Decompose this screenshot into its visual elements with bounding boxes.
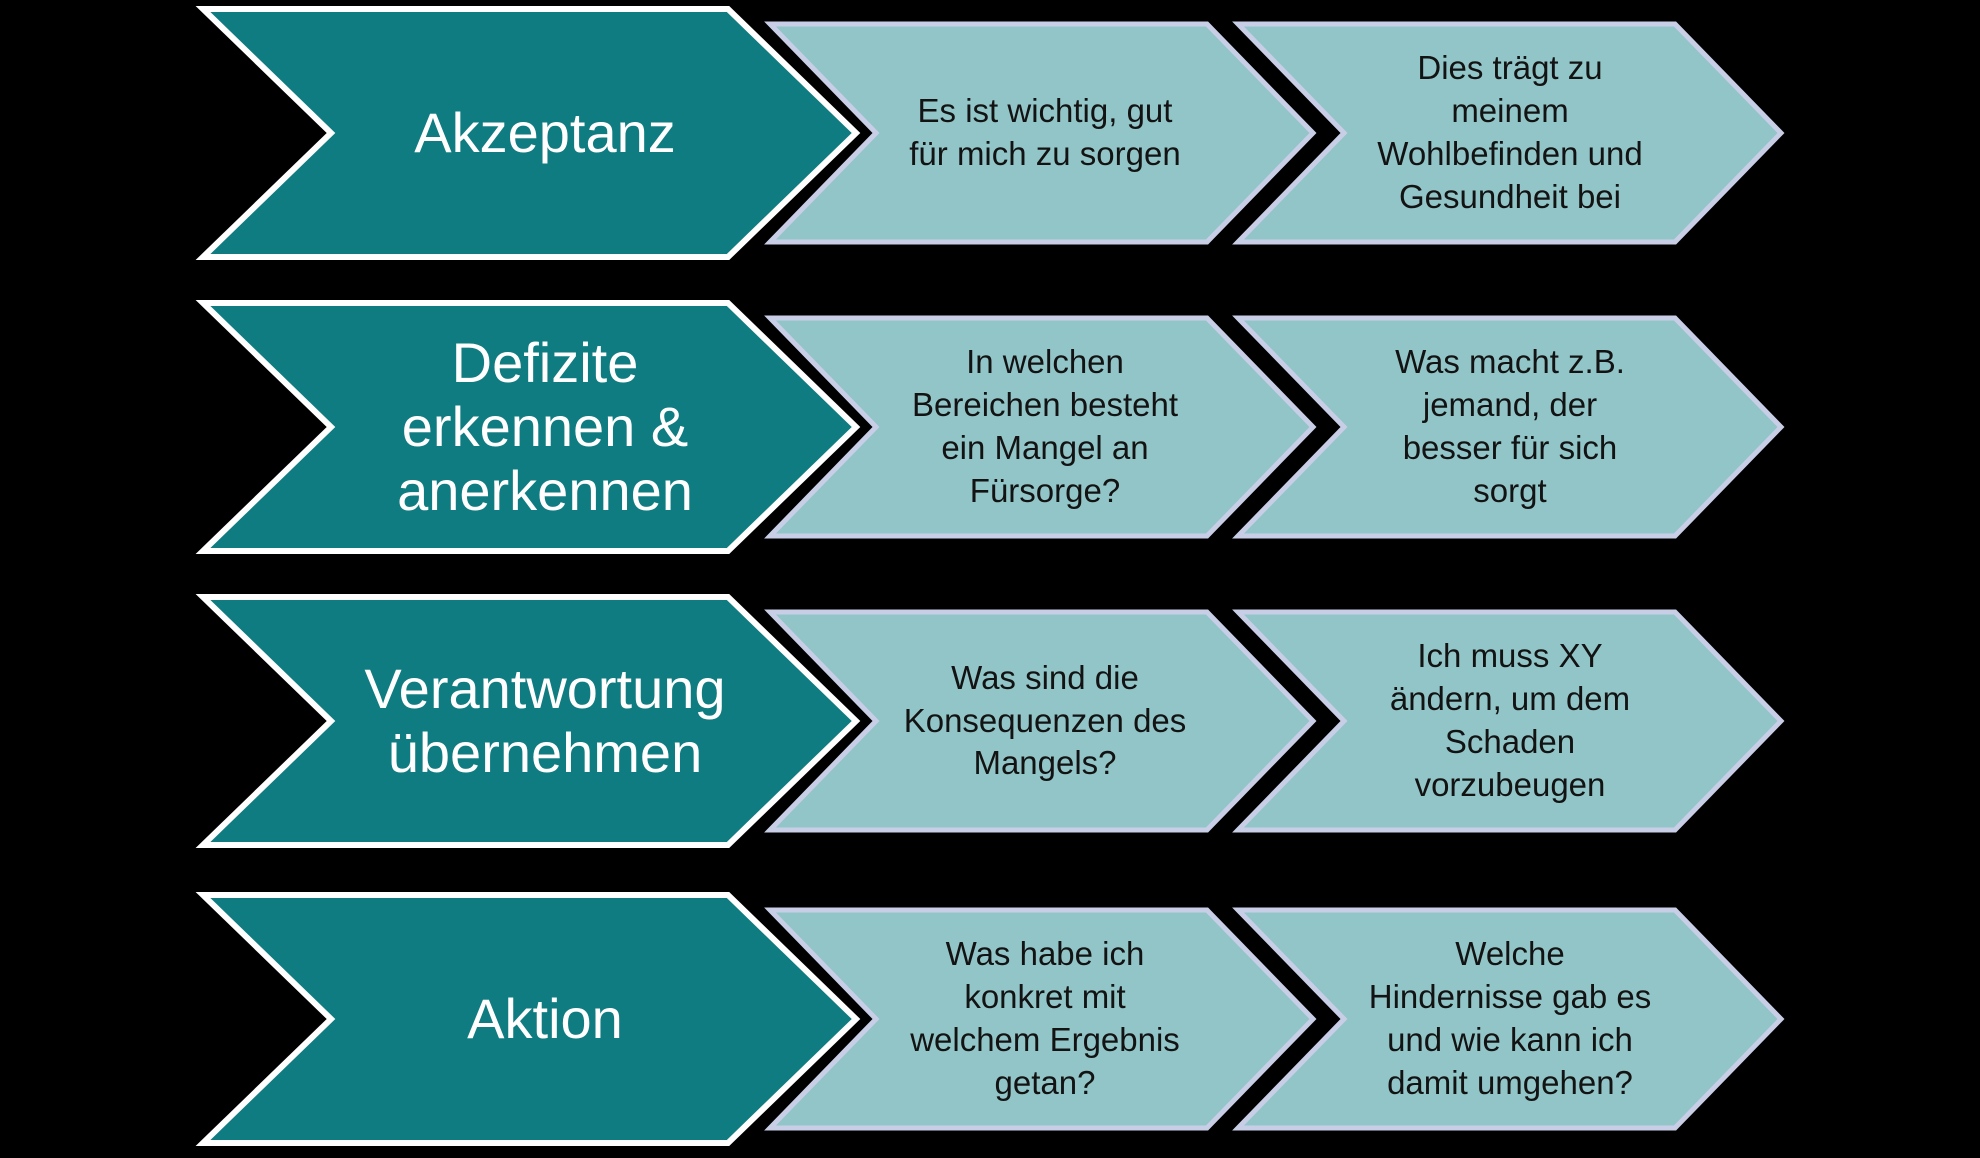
stage-label: Verantwortung übernehmen <box>364 657 726 784</box>
detail-chevron-1-shape <box>764 907 1317 1131</box>
row-shapes <box>195 892 1785 1146</box>
detail-text-1: Was sind die Konsequenzen des Mangels? <box>903 658 1187 782</box>
process-row-akzeptanz: Akzeptanz Es ist wichtig, gut für mich z… <box>0 5 1980 260</box>
row-shapes <box>195 594 1785 848</box>
detail-chevron-2-shape <box>1232 609 1785 833</box>
row-shapes <box>195 5 1785 260</box>
detail-text-2: Ich muss XY ändern, um dem Schaden vorzu… <box>1389 637 1631 803</box>
stage-label: Akzeptanz <box>414 101 676 165</box>
detail-chevron-2-shape <box>1232 21 1785 245</box>
detail-chevron-1-shape <box>764 315 1317 539</box>
stage-label: Defizite erkennen & anerkennen <box>397 331 693 522</box>
stage-label: Aktion <box>467 987 623 1051</box>
process-row-verantwortung: Verantwortung übernehmen Was sind die Ko… <box>0 594 1980 848</box>
stage-arrow-shape <box>195 594 861 848</box>
stage-arrow-shape <box>195 300 861 554</box>
stage-arrow-shape <box>195 892 861 1146</box>
row-shapes <box>195 300 1785 554</box>
process-row-defizite: Defizite erkennen & anerkennen In welche… <box>0 300 1980 554</box>
process-row-aktion: Aktion Was habe ich konkret mit welchem … <box>0 892 1980 1146</box>
detail-chevron-1-shape <box>764 609 1317 833</box>
detail-chevron-2-shape <box>1232 315 1785 539</box>
stage-arrow-shape <box>195 5 861 260</box>
detail-text-1: Es ist wichtig, gut für mich zu sorgen <box>909 92 1181 172</box>
detail-text-1: Was habe ich konkret mit welchem Ergebni… <box>910 935 1180 1101</box>
detail-chevron-1-shape <box>764 21 1317 245</box>
detail-text-2: Was macht z.B. jemand, der besser für si… <box>1395 343 1625 509</box>
detail-text-1: In welchen Bereichen besteht ein Mangel … <box>911 343 1178 509</box>
detail-text-2: Dies trägt zu meinem Wohlbefinden und Ge… <box>1377 49 1643 215</box>
detail-text-2: Welche Hindernisse gab es und wie kann i… <box>1368 935 1652 1101</box>
detail-chevron-2-shape <box>1232 907 1785 1131</box>
